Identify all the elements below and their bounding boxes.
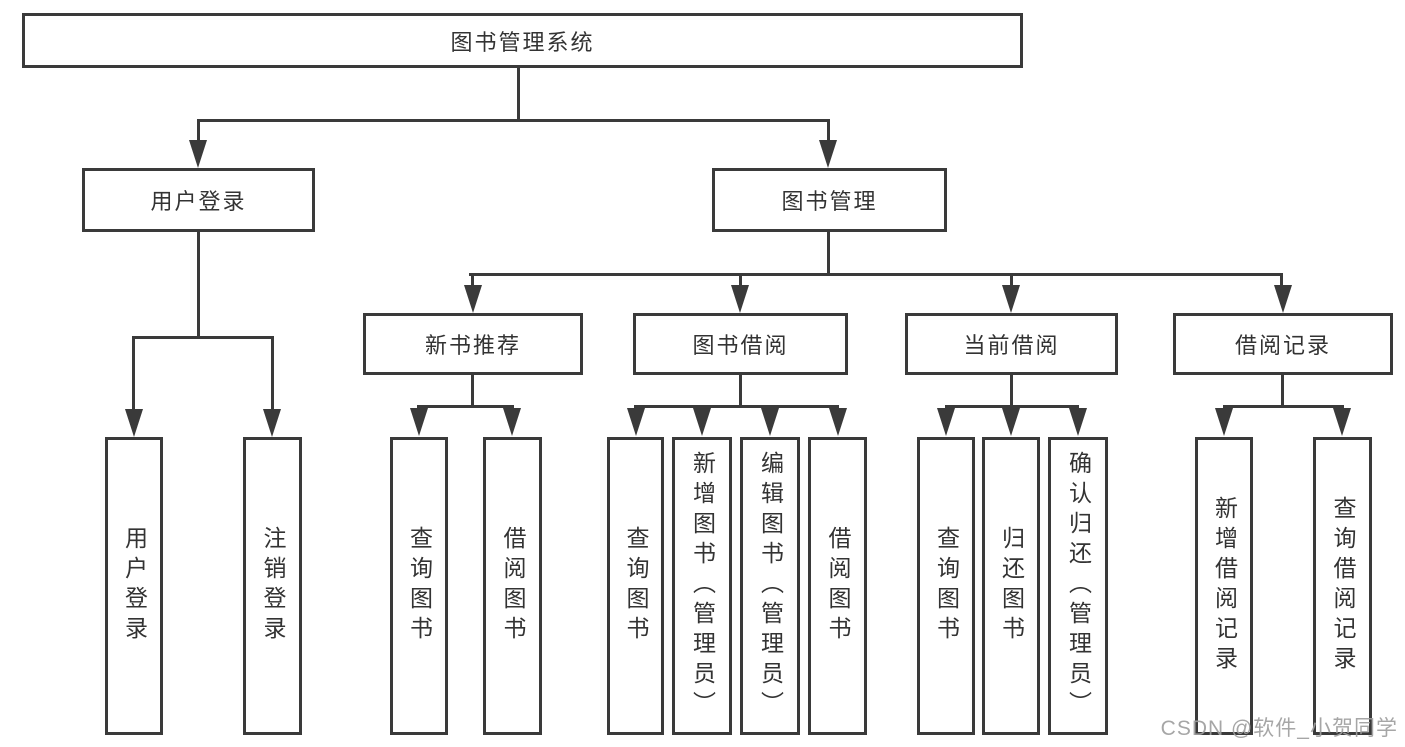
arrow-down-icon xyxy=(503,408,521,436)
connector-line xyxy=(271,336,274,412)
connector-line xyxy=(1223,405,1344,408)
csdn-watermark: CSDN @软件_小贺同学 xyxy=(1160,717,1398,740)
leaf-recommend-query-books: 查询图书 xyxy=(390,437,448,735)
arrow-down-icon xyxy=(1002,285,1020,313)
node-new-book-recommend: 新书推荐 xyxy=(363,313,583,375)
arrow-down-icon xyxy=(464,285,482,313)
arrow-down-icon xyxy=(761,408,779,436)
leaf-borrowing-query-books: 查询图书 xyxy=(607,437,664,735)
connector-line xyxy=(517,66,520,122)
arrow-down-icon xyxy=(1333,408,1351,436)
connector-line xyxy=(417,405,514,408)
connector-line xyxy=(197,119,830,122)
node-current-borrowing: 当前借阅 xyxy=(905,313,1118,375)
leaf-current-confirm-return-admin: 确认归还（管理员） xyxy=(1048,437,1108,735)
connector-line xyxy=(827,232,830,276)
leaf-user-login: 用户登录 xyxy=(105,437,163,735)
connector-line xyxy=(197,119,200,145)
node-user-login: 用户登录 xyxy=(82,168,315,232)
arrow-down-icon xyxy=(1215,408,1233,436)
connector-line xyxy=(739,375,742,408)
arrow-down-icon xyxy=(263,409,281,437)
connector-line xyxy=(634,405,839,408)
node-book-management: 图书管理 xyxy=(712,168,947,232)
connector-line xyxy=(827,119,830,145)
leaf-logout: 注销登录 xyxy=(243,437,302,735)
arrow-down-icon xyxy=(1274,285,1292,313)
arrow-down-icon xyxy=(189,140,207,168)
connector-line xyxy=(945,405,1079,408)
node-borrowing-records: 借阅记录 xyxy=(1173,313,1393,375)
node-book-borrowing: 图书借阅 xyxy=(633,313,848,375)
leaf-borrowing-borrow-books: 借阅图书 xyxy=(808,437,867,735)
connector-line xyxy=(132,336,135,412)
connector-line xyxy=(471,273,474,289)
arrow-down-icon xyxy=(819,140,837,168)
connector-line xyxy=(1281,375,1284,408)
leaf-borrowing-edit-books-admin: 编辑图书（管理员） xyxy=(740,437,800,735)
arrow-down-icon xyxy=(410,408,428,436)
arrow-down-icon xyxy=(1002,408,1020,436)
leaf-current-query-books: 查询图书 xyxy=(917,437,975,735)
connector-line xyxy=(132,336,274,339)
arrow-down-icon xyxy=(731,285,749,313)
connector-line xyxy=(469,273,1283,276)
leaf-records-query-record: 查询借阅记录 xyxy=(1313,437,1372,735)
connector-line xyxy=(197,232,200,339)
leaf-current-return-books: 归还图书 xyxy=(982,437,1040,735)
leaf-recommend-borrow-books: 借阅图书 xyxy=(483,437,542,735)
arrow-down-icon xyxy=(627,408,645,436)
connector-line xyxy=(739,273,742,289)
leaf-borrowing-add-books-admin: 新增图书（管理员） xyxy=(672,437,732,735)
connector-line xyxy=(1010,273,1013,289)
arrow-down-icon xyxy=(829,408,847,436)
arrow-down-icon xyxy=(937,408,955,436)
arrow-down-icon xyxy=(1069,408,1087,436)
connector-line xyxy=(1010,375,1013,408)
arrow-down-icon xyxy=(693,408,711,436)
arrow-down-icon xyxy=(125,409,143,437)
leaf-records-add-record: 新增借阅记录 xyxy=(1195,437,1253,735)
node-root-system: 图书管理系统 xyxy=(22,13,1023,68)
connector-line xyxy=(471,375,474,408)
connector-line xyxy=(1280,273,1283,289)
